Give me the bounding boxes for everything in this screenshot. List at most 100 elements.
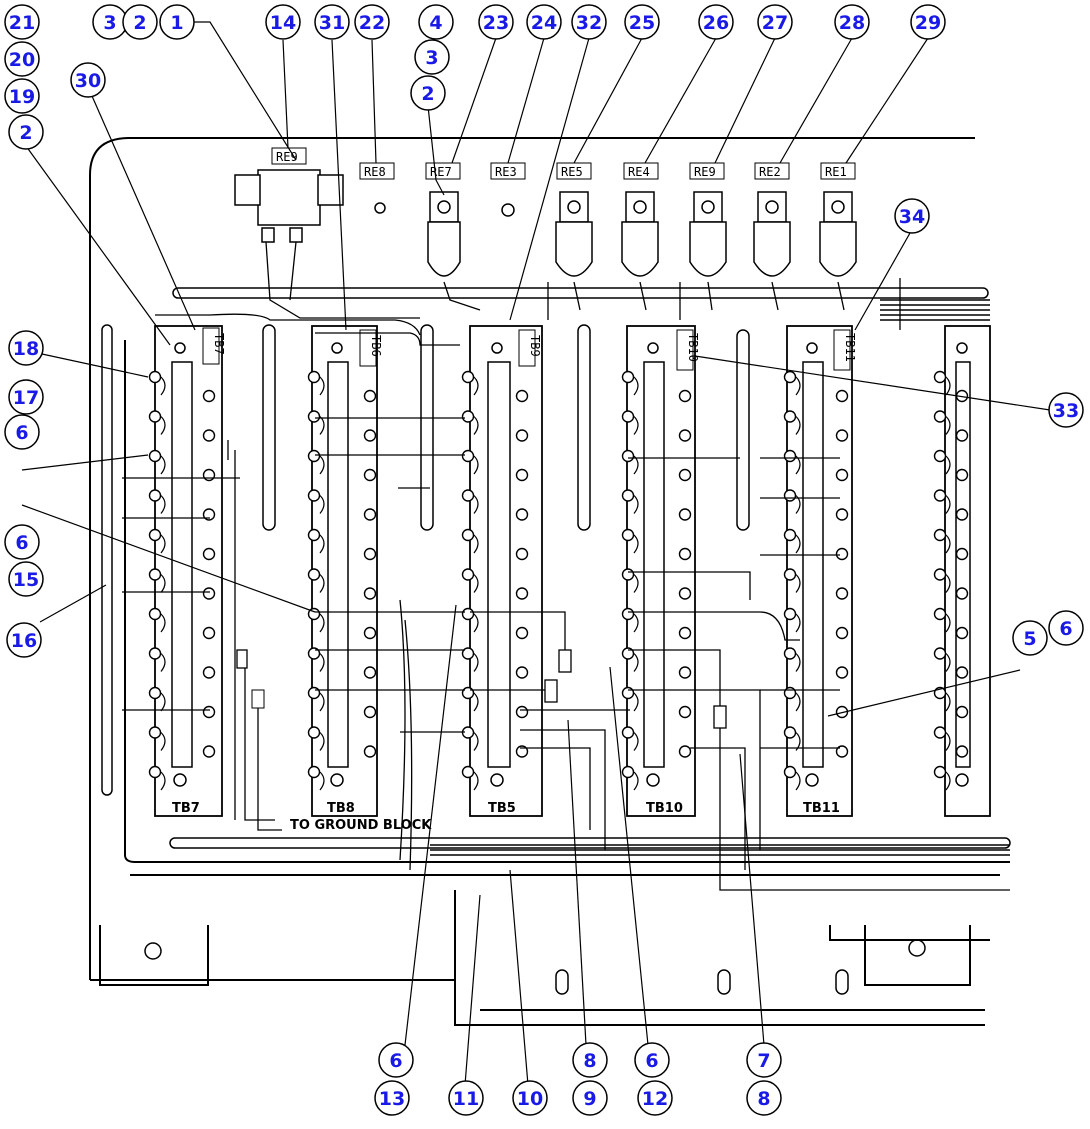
svg-text:6: 6 [15, 532, 28, 554]
panel-slots [262, 324, 750, 531]
terminal-board [148, 325, 223, 817]
callout-16: 16 [6, 622, 42, 658]
svg-text:13: 13 [379, 1088, 405, 1110]
svg-text:3: 3 [425, 47, 438, 69]
callout-32: 32 [571, 4, 607, 40]
svg-text:16: 16 [11, 630, 37, 652]
terminal-boards [148, 325, 991, 817]
tb-top-label: TB7 [212, 333, 226, 355]
svg-text:8: 8 [583, 1050, 596, 1072]
resistors [236, 649, 727, 729]
callout-6: 6 [634, 1042, 670, 1078]
svg-text:6: 6 [15, 422, 28, 444]
rails [101, 287, 1011, 856]
callout-9: 9 [572, 1080, 608, 1116]
callout-30: 30 [70, 62, 106, 98]
relays [234, 169, 857, 277]
relay-labels: RE9 RE8 RE7 RE3 RE5 RE4 RE9 RE2 RE1 [271, 147, 856, 180]
interconnect-wires [122, 313, 1010, 891]
svg-text:6: 6 [645, 1050, 658, 1072]
svg-text:17: 17 [13, 387, 39, 409]
tb-top-label: TB10 [686, 333, 700, 362]
callout-6: 6 [1048, 610, 1084, 646]
svg-text:22: 22 [359, 12, 385, 34]
ground-block-note: TO GROUND BLOCK [290, 818, 432, 833]
relay-wires [265, 241, 901, 330]
svg-text:29: 29 [915, 12, 941, 34]
tb-top-label: TB6 [369, 335, 383, 357]
callout-12: 12 [637, 1080, 673, 1116]
callout-33: 33 [1048, 392, 1084, 428]
callout-28: 28 [834, 4, 870, 40]
callout-22: 22 [354, 4, 390, 40]
relay-label: RE5 [561, 165, 583, 179]
callout-5: 5 [1012, 620, 1048, 656]
svg-text:28: 28 [839, 12, 865, 34]
svg-text:11: 11 [453, 1088, 479, 1110]
svg-text:19: 19 [9, 86, 35, 108]
callout-24: 24 [526, 4, 562, 40]
svg-text:23: 23 [483, 12, 509, 34]
tb-top-labels: TB7 TB6 TB9 TB10 TB11 [202, 327, 857, 371]
relay-label: RE3 [495, 165, 517, 179]
callout-31: 31 [314, 4, 350, 40]
svg-text:24: 24 [531, 12, 557, 34]
callout-27: 27 [757, 4, 793, 40]
callout-25: 25 [624, 4, 660, 40]
svg-text:9: 9 [583, 1088, 596, 1110]
svg-text:2: 2 [19, 122, 32, 144]
callout-19: 19 [4, 78, 40, 114]
terminal-board [621, 325, 696, 817]
callout-34: 34 [894, 198, 930, 234]
svg-text:4: 4 [429, 12, 442, 34]
callout-2: 2 [410, 75, 446, 111]
terminal-board [933, 325, 991, 817]
svg-text:34: 34 [899, 206, 925, 228]
svg-text:25: 25 [629, 12, 655, 34]
leader-lines [21, 21, 1051, 1086]
callout-3: 3 [414, 39, 450, 75]
panel-outline [89, 137, 1010, 1026]
svg-text:6: 6 [1059, 618, 1072, 640]
callout-21: 21 [4, 4, 40, 40]
svg-text:14: 14 [270, 12, 296, 34]
callout-14: 14 [265, 4, 301, 40]
callout-29: 29 [910, 4, 946, 40]
relay-label: RE2 [759, 165, 781, 179]
svg-text:2: 2 [421, 83, 434, 105]
ground-wire [244, 650, 275, 821]
tb-bottom-labels: TB7 TB8 TB5 TB10 TB11 [172, 801, 840, 816]
callout-15: 15 [8, 561, 44, 597]
svg-text:15: 15 [13, 569, 39, 591]
svg-text:26: 26 [703, 12, 729, 34]
callout-6: 6 [4, 414, 40, 450]
callout-20: 20 [4, 41, 40, 77]
callout-2: 2 [8, 114, 44, 150]
svg-text:31: 31 [319, 12, 345, 34]
terminal-board [307, 325, 378, 817]
svg-text:8: 8 [757, 1088, 770, 1110]
callout-6: 6 [4, 524, 40, 560]
svg-text:12: 12 [642, 1088, 668, 1110]
svg-text:10: 10 [517, 1088, 543, 1110]
mount-hole-left [144, 942, 162, 960]
tb-bottom-label: TB8 [327, 801, 355, 816]
slot-holes [555, 969, 849, 995]
tb-bottom-label: TB11 [803, 801, 840, 816]
callout-8: 8 [572, 1042, 608, 1078]
svg-text:2: 2 [133, 12, 146, 34]
svg-text:20: 20 [9, 49, 35, 71]
relay-label: RE4 [628, 165, 650, 179]
svg-text:1: 1 [170, 12, 183, 34]
relay-label: RE9 [694, 165, 716, 179]
svg-text:5: 5 [1023, 628, 1036, 650]
callout-10: 10 [512, 1080, 548, 1116]
tb-top-label: TB11 [843, 333, 857, 362]
callout-3: 3 [92, 4, 128, 40]
callout-7: 7 [746, 1042, 782, 1078]
svg-text:21: 21 [9, 12, 35, 34]
callout-6: 6 [378, 1042, 414, 1078]
callout-4: 4 [418, 4, 454, 40]
